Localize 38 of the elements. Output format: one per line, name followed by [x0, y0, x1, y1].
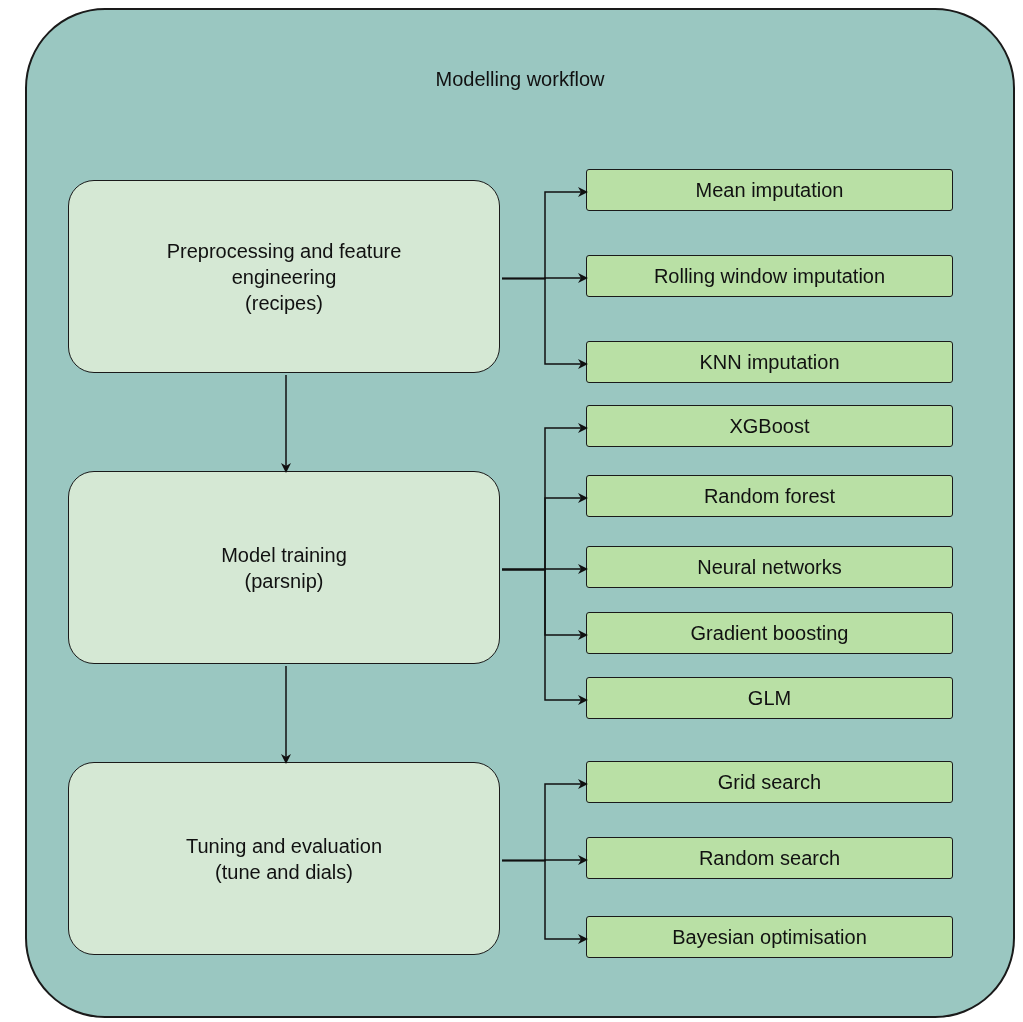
method-box	[586, 612, 953, 654]
stage-label: Tuning and evaluation	[185, 833, 383, 859]
method-label: Rolling window imputation	[653, 264, 886, 289]
stage-label: (parsnip)	[244, 568, 324, 594]
method-box	[586, 255, 953, 297]
stage-label: Model training	[221, 542, 347, 568]
arrow	[501, 568, 588, 705]
arrow	[501, 859, 588, 944]
method-label: KNN imputation	[699, 350, 840, 375]
method-label: GLM	[747, 686, 792, 711]
arrow	[501, 277, 588, 369]
arrow	[281, 374, 291, 473]
method-box	[586, 405, 953, 447]
arrow	[281, 665, 291, 764]
method-label: Grid search	[717, 770, 822, 795]
method-label: Random search	[698, 846, 841, 871]
stage-box	[68, 762, 500, 955]
stage-label: (tune and dials)	[215, 859, 353, 885]
method-box	[586, 341, 953, 383]
method-box	[586, 761, 953, 803]
stage-label: Preprocessing and feature engineering	[165, 238, 403, 290]
method-box	[586, 916, 953, 958]
method-label: Random forest	[703, 484, 836, 509]
method-box	[586, 837, 953, 879]
workflow-panel	[25, 8, 1015, 1018]
method-label: Mean imputation	[695, 178, 844, 203]
method-label: XGBoost	[729, 414, 810, 439]
method-box	[586, 546, 953, 588]
panel-label: Modelling workflow	[435, 67, 605, 92]
stage-box	[68, 471, 500, 664]
method-box	[586, 169, 953, 211]
method-label: Bayesian optimisation	[672, 925, 867, 950]
method-box	[586, 475, 953, 517]
stage-label: (recipes)	[245, 290, 323, 316]
stage-box	[68, 180, 500, 373]
method-box	[586, 677, 953, 719]
method-label: Neural networks	[697, 555, 842, 580]
method-label: Gradient boosting	[690, 621, 849, 646]
